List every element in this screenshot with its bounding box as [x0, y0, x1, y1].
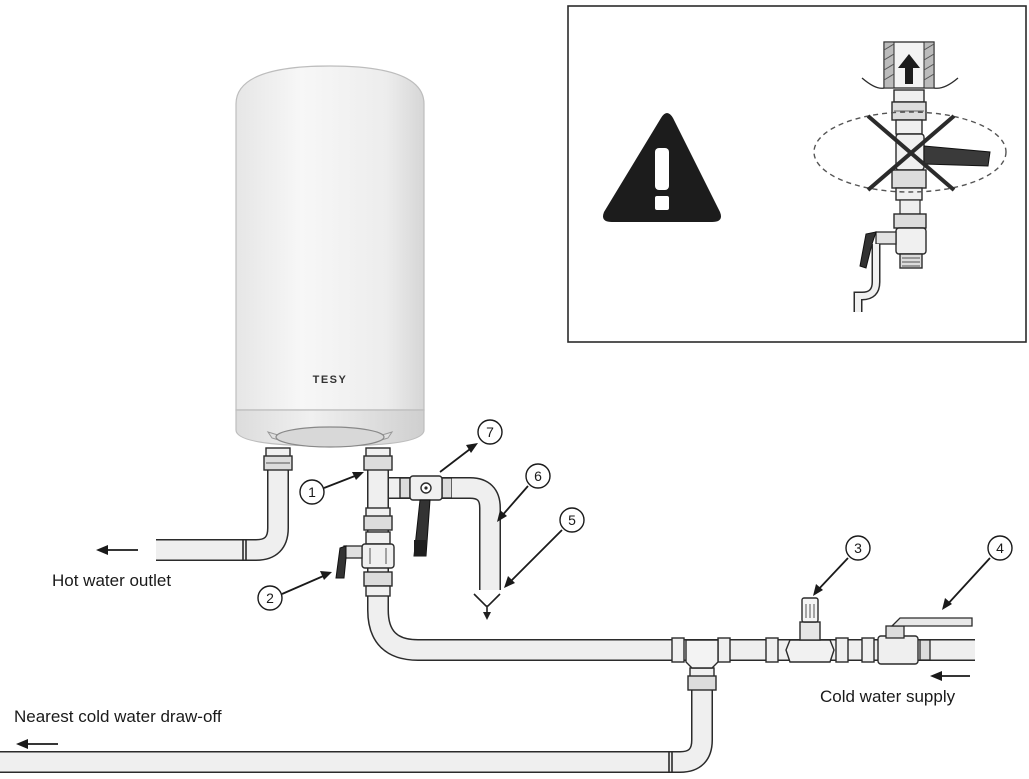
- svg-text:4: 4: [996, 540, 1004, 556]
- svg-text:6: 6: [534, 468, 542, 484]
- prohibited-zone: [813, 111, 1007, 193]
- cross-out-icon: [866, 114, 956, 192]
- callout-1: 1: [299, 472, 364, 505]
- water-heater: TESY: [235, 65, 425, 448]
- warning-triangle-icon: [603, 113, 721, 222]
- arrow-up-icon: [898, 54, 920, 84]
- nearest-draw-off-label-group: Nearest cold water draw-off: [14, 707, 222, 749]
- inset-supply-pipe: [861, 41, 959, 89]
- brand-logo: TESY: [313, 374, 348, 386]
- svg-text:3: 3: [854, 540, 862, 556]
- cold-water-supply-label: Cold water supply: [820, 687, 956, 706]
- callout-4: 4: [942, 535, 1013, 610]
- warning-inset: [567, 5, 1027, 343]
- tank-bottom-cover: [275, 426, 385, 448]
- svg-text:2: 2: [266, 590, 274, 606]
- nearest-draw-off-label: Nearest cold water draw-off: [14, 707, 222, 726]
- hot-water-outlet-label-group: Hot water outlet: [52, 545, 171, 590]
- hot-water-outlet-label: Hot water outlet: [52, 571, 171, 590]
- callout-6: 6: [497, 463, 551, 522]
- callout-2: 2: [257, 571, 332, 611]
- callout-7: 7: [439, 419, 503, 473]
- callout-5: 5: [504, 507, 585, 588]
- callout-3: 3: [813, 535, 871, 596]
- cold-supply-line: [671, 597, 975, 665]
- draw-off-branch: [0, 639, 719, 773]
- svg-text:1: 1: [308, 484, 316, 500]
- cold-water-supply-label-group: Cold water supply: [820, 671, 970, 706]
- tank-body: [235, 65, 425, 411]
- hot-water-pipe: [156, 447, 293, 561]
- cold-inlet-assembly: [335, 447, 690, 661]
- svg-text:5: 5: [568, 512, 576, 528]
- svg-text:7: 7: [486, 424, 494, 440]
